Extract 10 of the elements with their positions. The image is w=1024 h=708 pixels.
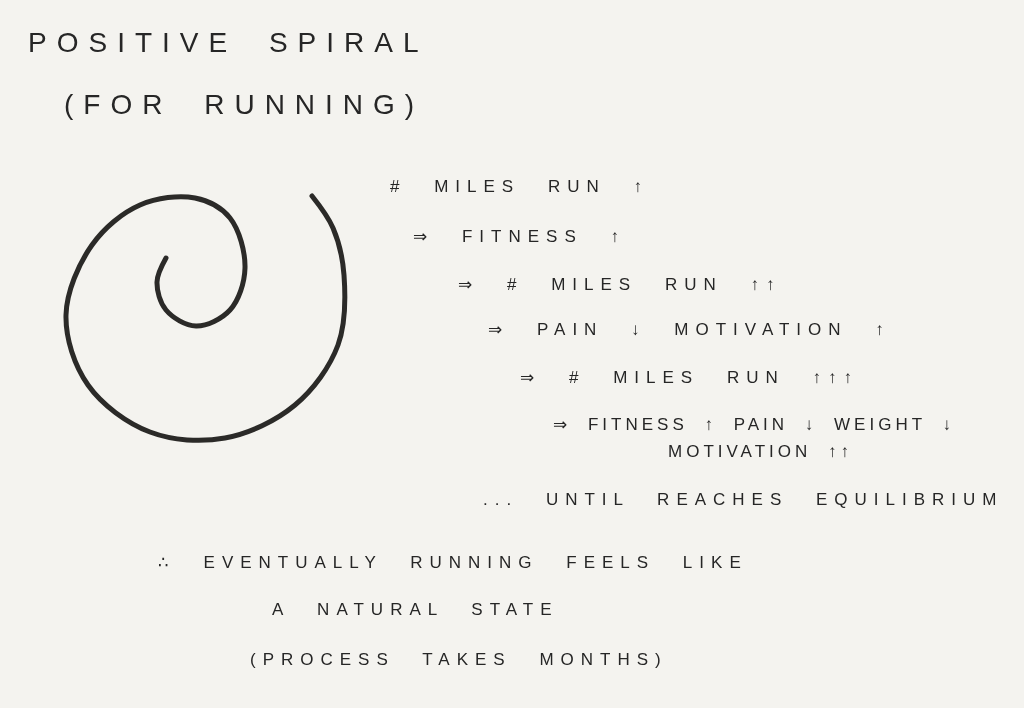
chain-step-text: # MILES RUN ↑ — [390, 176, 649, 198]
chain-step-text: ⇒ FITNESS ↑ PAIN ↓ WEIGHT ↓ MOTIVATION ↑↑ — [553, 414, 956, 463]
note-text: ... UNTIL REACHES EQUILIBRIUM — [483, 489, 1004, 511]
chain-step-text: ⇒ # MILES RUN ↑↑↑ — [520, 367, 859, 389]
note-text: (PROCESS TAKES MONTHS) — [250, 649, 668, 671]
note-text: ∴ EVENTUALLY RUNNING FEELS LIKE A NATURAL STATE — [158, 552, 749, 621]
chain-step-text: ⇒ # MILES RUN ↑↑ — [458, 274, 782, 296]
chain-step-text: ⇒ FITNESS ↑ — [413, 226, 626, 248]
title: POSITIVE SPIRAL (FOR RUNNING) — [28, 26, 429, 122]
chain-step-text: ⇒ PAIN ↓ MOTIVATION ↑ — [488, 319, 891, 341]
